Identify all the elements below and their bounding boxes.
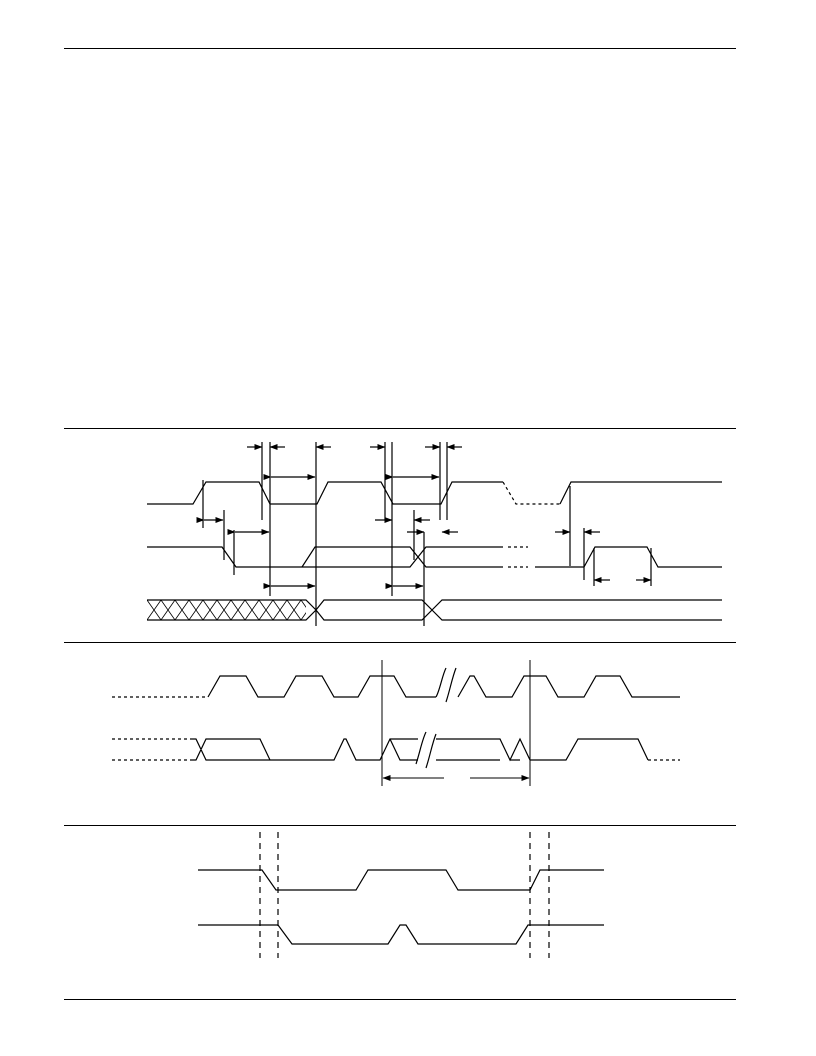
start-stop-condition-diagram [198,832,604,958]
clock-data-timing-diagram [112,660,680,786]
timing-reference-lines [202,442,652,626]
bus-hatched-region [147,600,306,620]
clock-waveform [147,481,503,505]
data-waveform-tail [535,546,722,568]
upper-signal-waveform [198,869,604,891]
bottom-rule [64,999,736,1000]
clock-waveform-2 [207,675,680,698]
clock-break-marks [435,667,457,703]
data-waveform-2 [190,737,649,762]
bus-timing-diagram [147,442,722,626]
data-waveform-break [508,546,528,568]
figure-2-top-rule [64,642,736,643]
lower-signal-waveform [198,924,604,945]
clock-waveform-tail [559,481,722,505]
clock-waveform-break [502,481,560,505]
figure-1-top-rule [64,428,736,429]
top-rule [64,48,736,49]
dashed-reference-lines [259,832,550,958]
data-break-marks [415,731,437,769]
data-waveform-segment [417,546,503,568]
figure-3-top-rule [64,825,736,826]
data-lead-dashed [112,738,190,761]
data-waveform [147,546,419,568]
timing-arrows [196,444,652,589]
